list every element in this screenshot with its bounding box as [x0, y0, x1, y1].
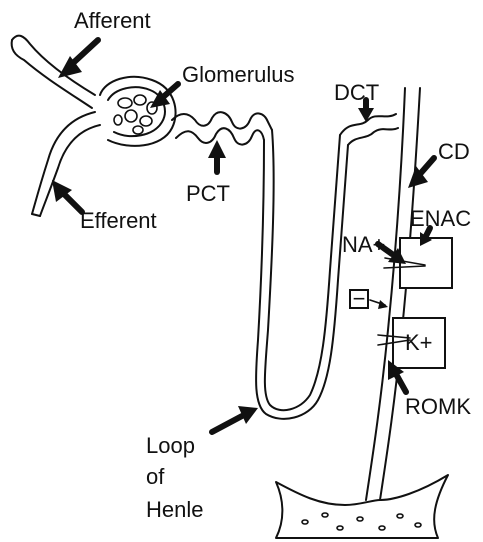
loop-of-henle	[256, 130, 348, 419]
bowmans-capsule	[100, 77, 176, 146]
efferent-label: Efferent	[80, 208, 157, 233]
na-label: NA+	[342, 232, 385, 257]
loop-label-line2: of	[146, 464, 165, 489]
loop-label-line1: Loop	[146, 433, 195, 458]
cd-label: CD	[438, 139, 470, 164]
romk-label: ROMK	[405, 394, 471, 419]
enac-label: ENAC	[410, 206, 471, 231]
afferent-label: Afferent	[74, 8, 151, 33]
renal-papilla	[276, 475, 448, 538]
glomerulus-tuft	[114, 95, 157, 134]
glomerulus-label: Glomerulus	[182, 62, 294, 87]
loop-arrow	[212, 406, 258, 432]
afferent-arteriole	[12, 36, 95, 108]
afferent-arrow	[58, 40, 98, 78]
efferent-arteriole	[32, 112, 100, 216]
cd-arrow	[408, 158, 434, 188]
minus-label: −	[353, 286, 366, 311]
pct-arrow	[208, 140, 226, 172]
proximal-convoluted-tubule	[172, 112, 272, 144]
collecting-duct	[366, 88, 420, 500]
distal-convoluted-tubule	[340, 114, 398, 145]
efferent-arrow	[52, 180, 82, 212]
negative-charge-box: −	[350, 286, 388, 311]
pct-label: PCT	[186, 181, 230, 206]
loop-label-line3: Henle	[146, 497, 203, 522]
dct-label: DCT	[334, 80, 379, 105]
k-label: K+	[405, 330, 433, 355]
